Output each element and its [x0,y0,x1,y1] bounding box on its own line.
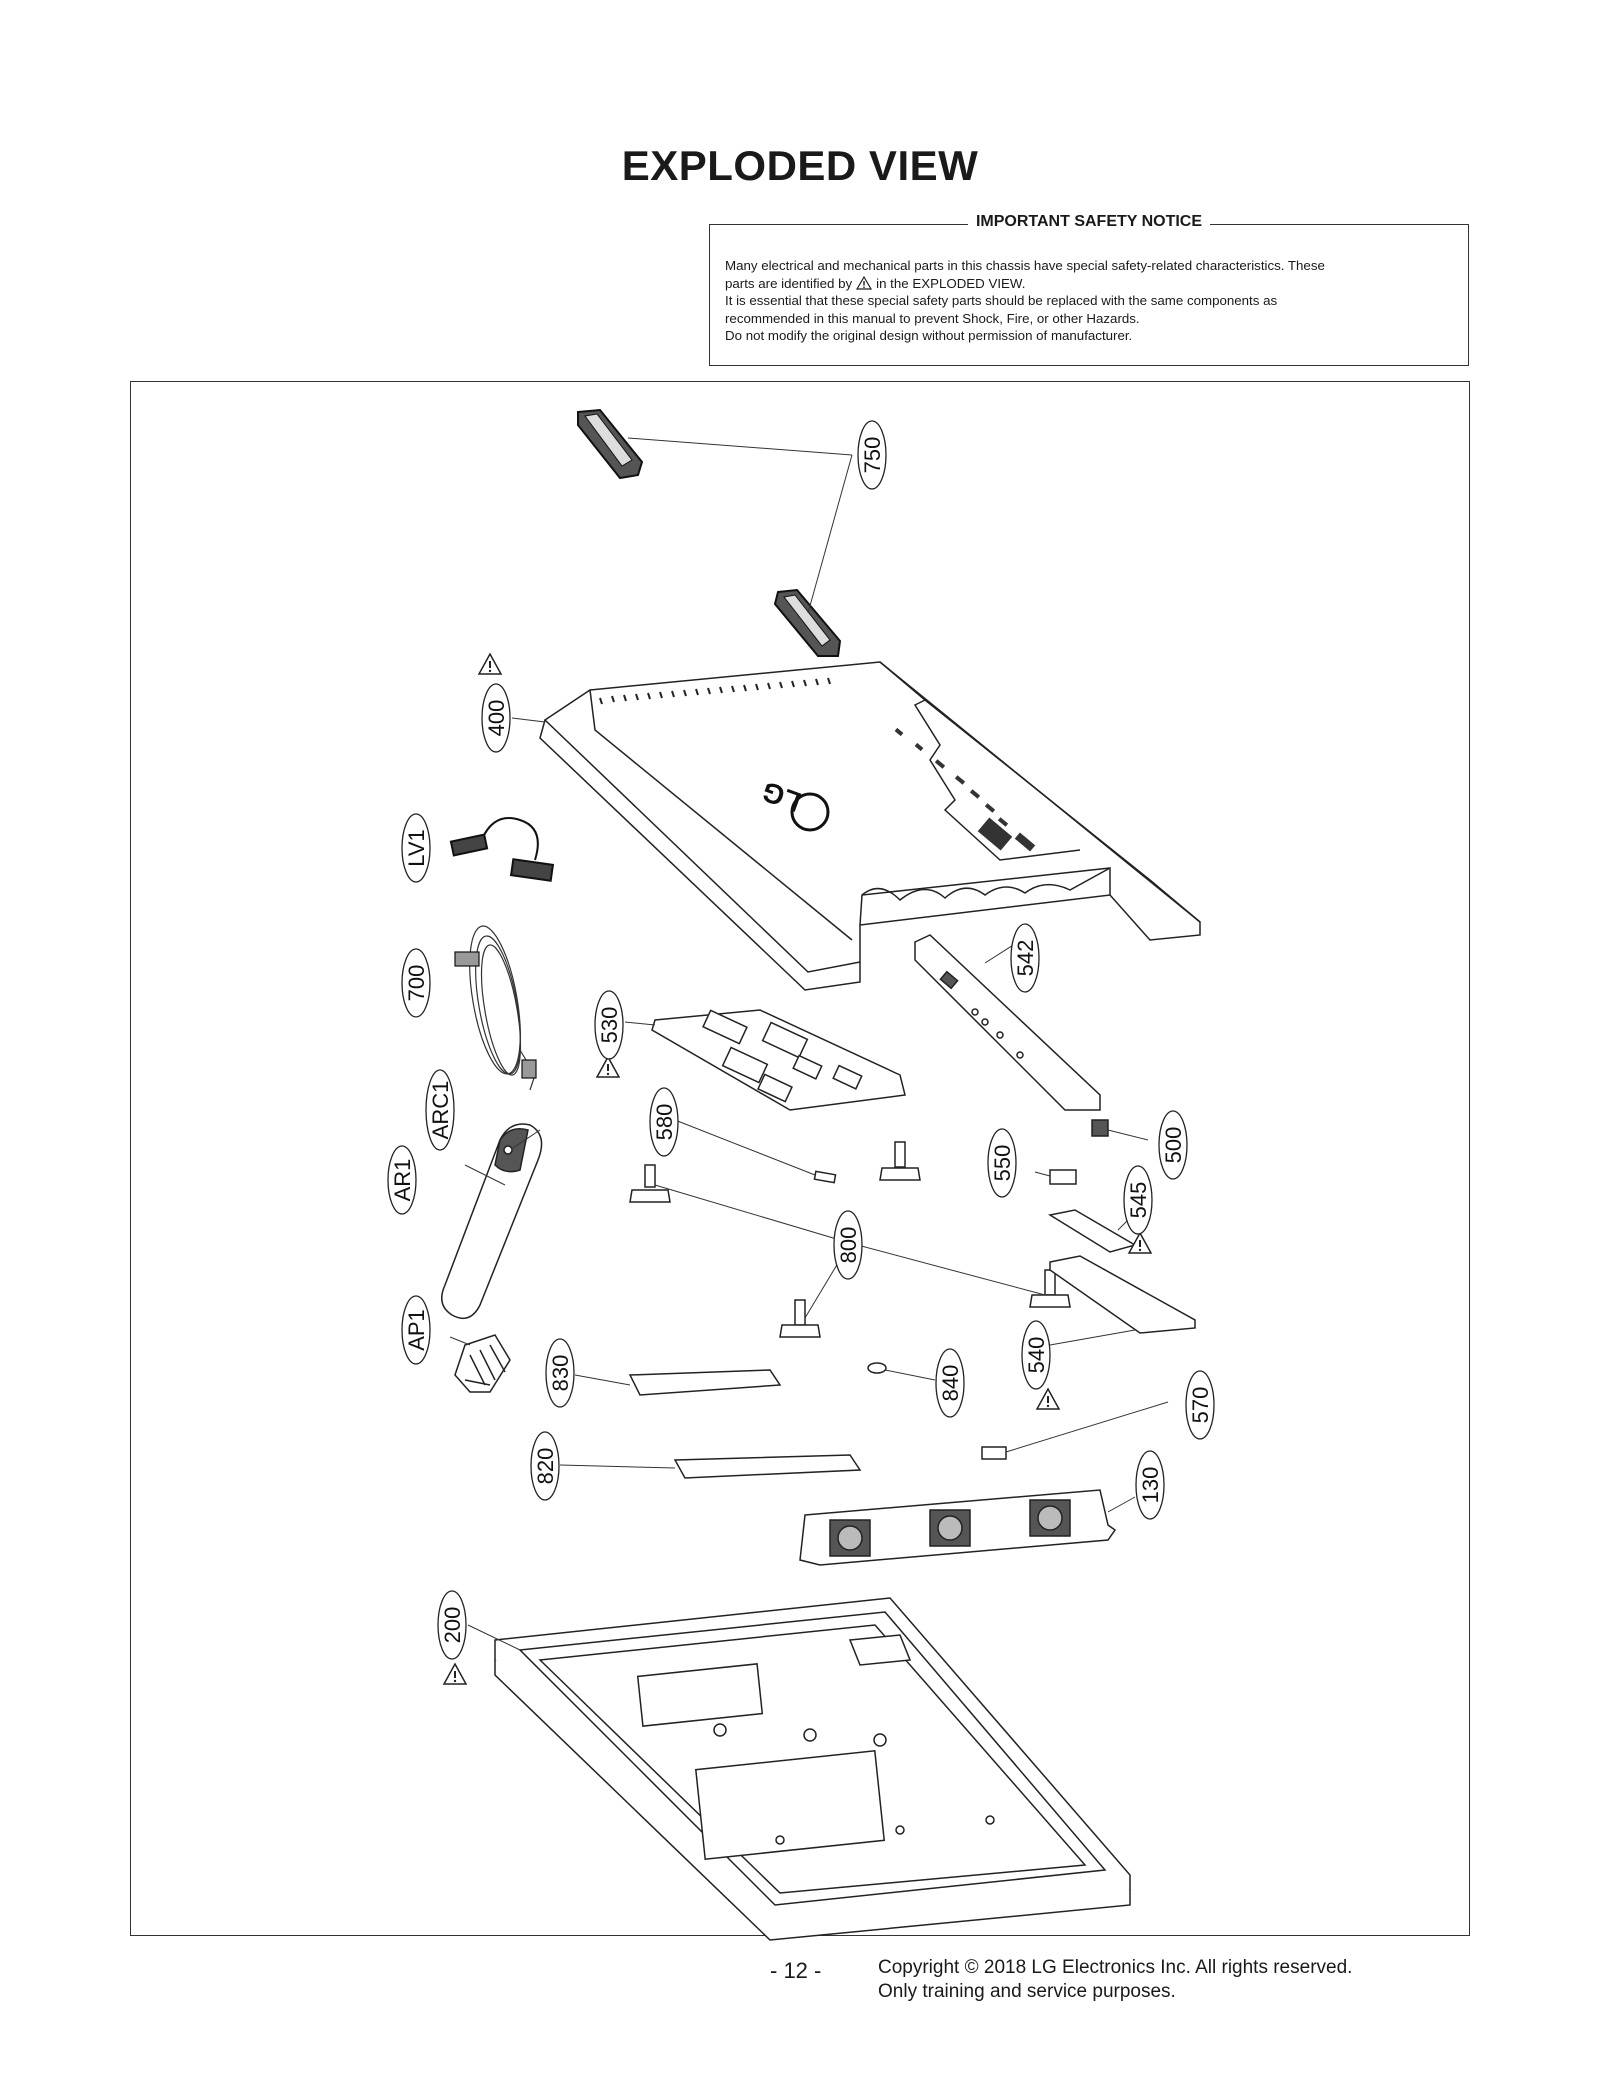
callout-label-820: 820 [533,1448,558,1485]
callout-580: 580 [649,1087,679,1157]
lvds-cable-part-lv1 [449,817,555,882]
copyright-line-1: Copyright © 2018 LG Electronics Inc. All… [878,1957,1353,1978]
warning-triangle-icon [478,653,502,675]
callout-label-130: 130 [1138,1467,1163,1504]
warning-triangle-icon [596,1056,620,1078]
callout-label-545: 545 [1126,1182,1151,1219]
callout-label-830: 830 [548,1355,573,1392]
notice-line-2a: parts are identified by [725,275,853,291]
callout-800: 800 [833,1210,863,1280]
part-570 [981,1446,1007,1460]
callout-830: 830 [545,1338,575,1408]
copyright-line-2: Only training and service purposes. [878,1981,1176,2002]
callout-label-530: 530 [597,1007,622,1044]
callout-label-570: 570 [1188,1387,1213,1424]
part-550 [1049,1169,1077,1185]
callout-500: 500 [1158,1110,1188,1180]
safety-notice-body: Many electrical and mechanical parts in … [725,257,1453,345]
callout-label-arc1: ARC1 [428,1081,453,1140]
safety-notice-title: IMPORTANT SAFETY NOTICE [710,213,1468,231]
callout-ar1: AR1 [387,1145,417,1215]
callout-label-542: 542 [1013,940,1038,977]
callout-label-840: 840 [938,1365,963,1402]
stand-post-part-800-d [1029,1269,1071,1308]
safety-notice-box: IMPORTANT SAFETY NOTICE Many electrical … [709,213,1469,366]
warning-triangle-icon [443,1663,467,1685]
part-580 [813,1170,837,1184]
rear-cover-connector-strip [894,727,1036,852]
callout-label-750: 750 [860,437,885,474]
warning-triangle-icon [1036,1388,1060,1410]
callout-540: 540 [1021,1320,1051,1390]
part-830 [628,1369,782,1396]
callout-542: 542 [1010,923,1040,993]
notice-line-2b: in the EXPLODED VIEW. [876,275,1026,291]
callout-750: 750 [857,420,887,490]
safety-notice-title-text: IMPORTANT SAFETY NOTICE [967,213,1211,230]
callout-400: 400 [481,683,511,753]
callout-label-700: 700 [404,965,429,1002]
warning-triangle-icon [856,275,873,290]
part-500 [1091,1119,1109,1137]
callout-label-ar1: AR1 [390,1159,415,1202]
callout-label-400: 400 [484,700,509,737]
handle-part-750-top [577,408,644,480]
callout-arc1: ARC1 [425,1069,455,1151]
page-number: - 12 - [770,1958,822,1983]
callout-700: 700 [401,948,431,1018]
callout-545: 545 [1123,1165,1153,1235]
callout-label-540: 540 [1024,1337,1049,1374]
board-part-545 [1047,1209,1137,1253]
callout-ap1: AP1 [401,1295,431,1365]
front-cabinet-part-200 [494,1597,1131,1941]
power-board-part-540 [1049,1255,1196,1334]
part-840 [867,1362,887,1374]
rear-cover-vents [599,677,831,705]
handle-part-750-bottom [773,588,842,657]
callout-550: 550 [987,1128,1017,1198]
main-board-part-530 [651,1009,906,1111]
callout-label-lv1: LV1 [404,829,429,867]
bracket-part-542 [914,934,1101,1111]
callout-530: 530 [594,990,624,1060]
callout-840: 840 [935,1348,965,1418]
callout-label-550: 550 [990,1145,1015,1182]
callout-130: 130 [1135,1450,1165,1520]
callout-label-ap1: AP1 [404,1309,429,1351]
stand-post-part-800-c [779,1299,821,1338]
power-cord-part-700 [454,925,537,1091]
notice-line-3: It is essential that these special safet… [725,293,1278,308]
rear-cover-part-400 [539,661,1201,991]
remote-control-part-ar1 [441,1123,543,1320]
copyright-notice: Copyright © 2018 LG Electronics Inc. All… [878,1956,1352,2004]
notice-line-2: parts are identified by in the EXPLODED V… [725,275,1453,293]
stand-post-part-800-b [879,1141,921,1181]
notice-line-5: Do not modify the original design withou… [725,328,1133,343]
notice-line-1: Many electrical and mechanical parts in … [725,258,1325,273]
speaker-part-130 [799,1489,1117,1566]
callout-label-800: 800 [836,1227,861,1264]
callout-label-500: 500 [1161,1127,1186,1164]
callout-group: 750 400 LV1 700 542 530 ARC1 AR1 580 550… [387,420,1215,1660]
callout-lv1: LV1 [401,813,431,883]
part-820 [673,1454,862,1479]
page-title: EXPLODED VIEW [621,142,979,189]
callout-570: 570 [1185,1370,1215,1440]
callout-label-200: 200 [440,1607,465,1644]
callout-label-580: 580 [652,1104,677,1141]
adapter-part-ap1 [454,1334,511,1393]
callout-820: 820 [530,1431,560,1501]
callout-200: 200 [437,1590,467,1660]
notice-line-4: recommended in this manual to prevent Sh… [725,310,1140,326]
stand-post-part-800-a [629,1164,671,1203]
